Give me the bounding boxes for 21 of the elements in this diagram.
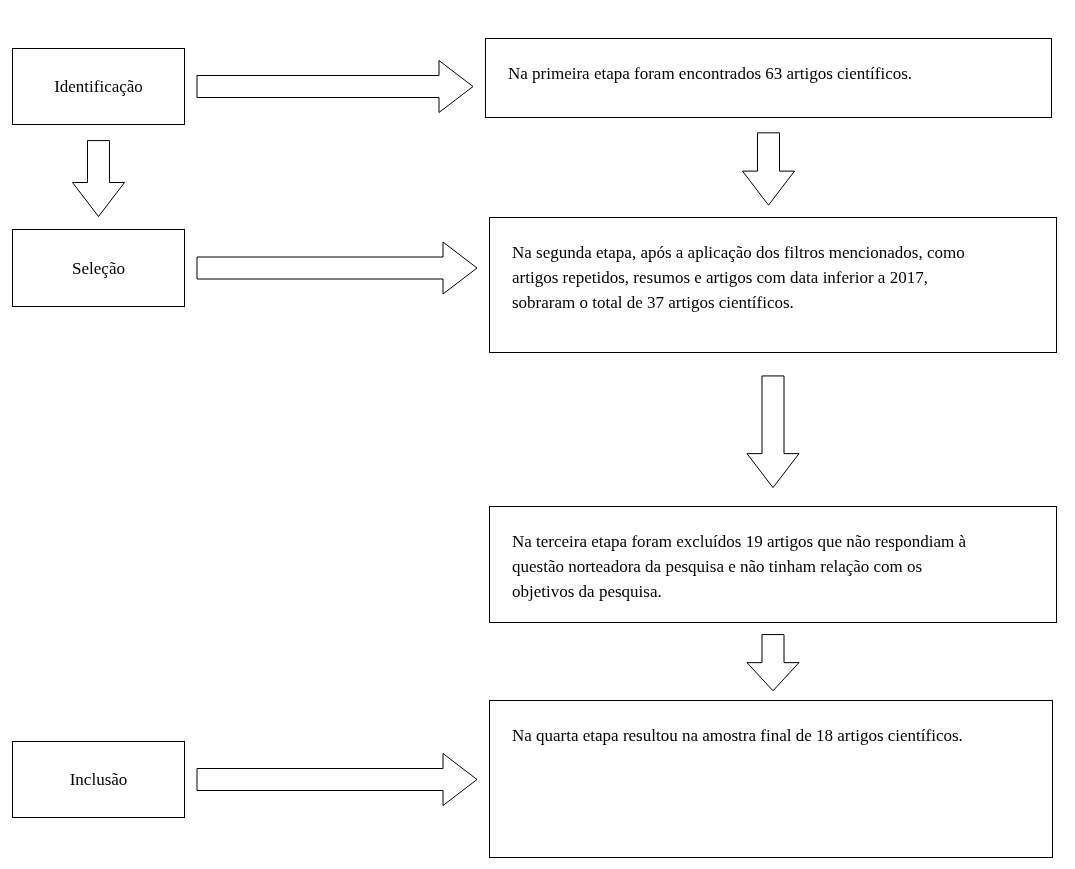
process-box <box>12 48 185 125</box>
block-arrow <box>746 375 800 489</box>
box-text: Identificação <box>54 76 143 98</box>
block-arrow <box>196 241 478 295</box>
block-arrow <box>196 60 474 113</box>
process-box <box>485 38 1052 118</box>
process-box <box>489 506 1057 623</box>
block-arrow <box>72 140 125 217</box>
block-arrow <box>742 132 795 206</box>
process-box <box>12 229 185 307</box>
box-text: Na quarta etapa resultou na amostra final de 18 artigos científicos. <box>512 726 963 745</box>
box-text: Inclusão <box>69 769 128 791</box>
process-box <box>489 700 1053 858</box>
block-arrow <box>746 634 800 692</box>
box-text: Na segunda etapa, após a aplicação dos filtros mencionados, como artigos repetidos, resumos e artigos com data inferior a 2017, sobraram o total de 37 artigos científicos. <box>512 243 965 312</box>
process-box <box>12 741 185 818</box>
box-text: Na primeira etapa foram encontrados 63 artigos científicos. <box>508 64 913 83</box>
box-text: Seleção <box>72 257 125 280</box>
process-box <box>489 217 1057 353</box>
box-text: Na terceira etapa foram excluídos 19 artigos que não respondiam à questão norteadora da pesquisa e não tinham relação com os objetivos da pesquisa. <box>512 532 967 601</box>
block-arrow <box>196 753 478 806</box>
